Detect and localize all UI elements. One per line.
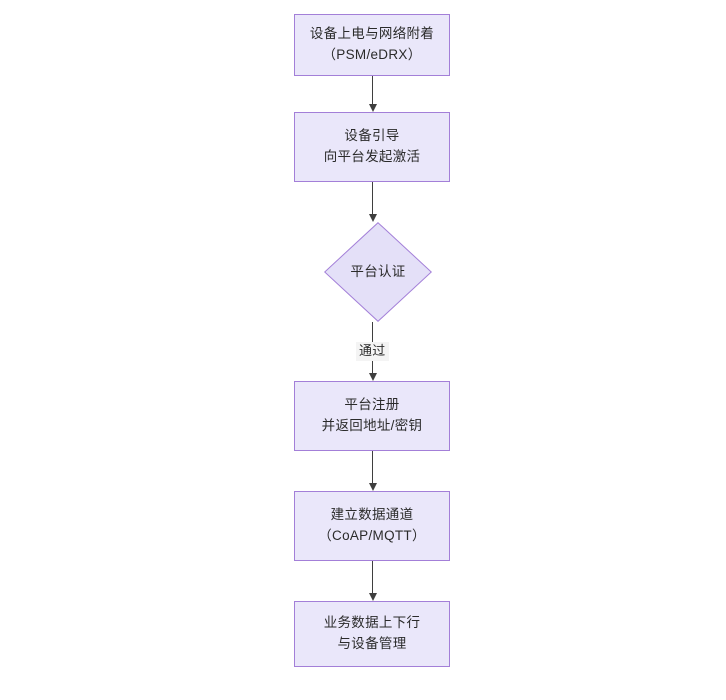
diamond-shape: [324, 222, 432, 322]
arrowhead-n2-n3: [369, 214, 377, 222]
node-line: 平台注册: [344, 397, 400, 413]
node-platform-registration[interactable]: 平台注册 并返回地址/密钥: [294, 381, 450, 451]
edge-label-pass: 通过: [356, 342, 389, 361]
arrowhead-n3-n4: [369, 373, 377, 381]
node-line: 向平台发起激活: [323, 149, 421, 164]
node-line: （PSM/eDRX）: [322, 47, 422, 62]
arrowhead-n1-n2: [369, 104, 377, 112]
edge-n4-n5: [372, 451, 373, 484]
node-line: 设备上电与网络附着: [309, 26, 435, 42]
node-line: 与设备管理: [337, 636, 407, 651]
arrowhead-n5-n6: [369, 593, 377, 601]
node-line: 设备引导: [344, 128, 400, 144]
arrowhead-n4-n5: [369, 483, 377, 491]
node-device-power-on[interactable]: 设备上电与网络附着 （PSM/eDRX）: [294, 14, 450, 76]
node-line: 平台认证: [350, 263, 406, 279]
node-device-bootstrap[interactable]: 设备引导 向平台发起激活: [294, 112, 450, 182]
edge-n2-n3: [372, 182, 373, 215]
node-line: 并返回地址/密钥: [321, 418, 423, 433]
node-line: （CoAP/MQTT）: [318, 528, 426, 543]
node-line: 建立数据通道: [330, 507, 414, 523]
node-platform-authentication[interactable]: 平台认证: [324, 222, 432, 322]
node-business-data[interactable]: 业务数据上下行 与设备管理: [294, 601, 450, 667]
edge-n1-n2: [372, 76, 373, 105]
edge-n5-n6: [372, 561, 373, 594]
node-data-channel[interactable]: 建立数据通道 （CoAP/MQTT）: [294, 491, 450, 561]
node-line: 业务数据上下行: [323, 615, 421, 631]
